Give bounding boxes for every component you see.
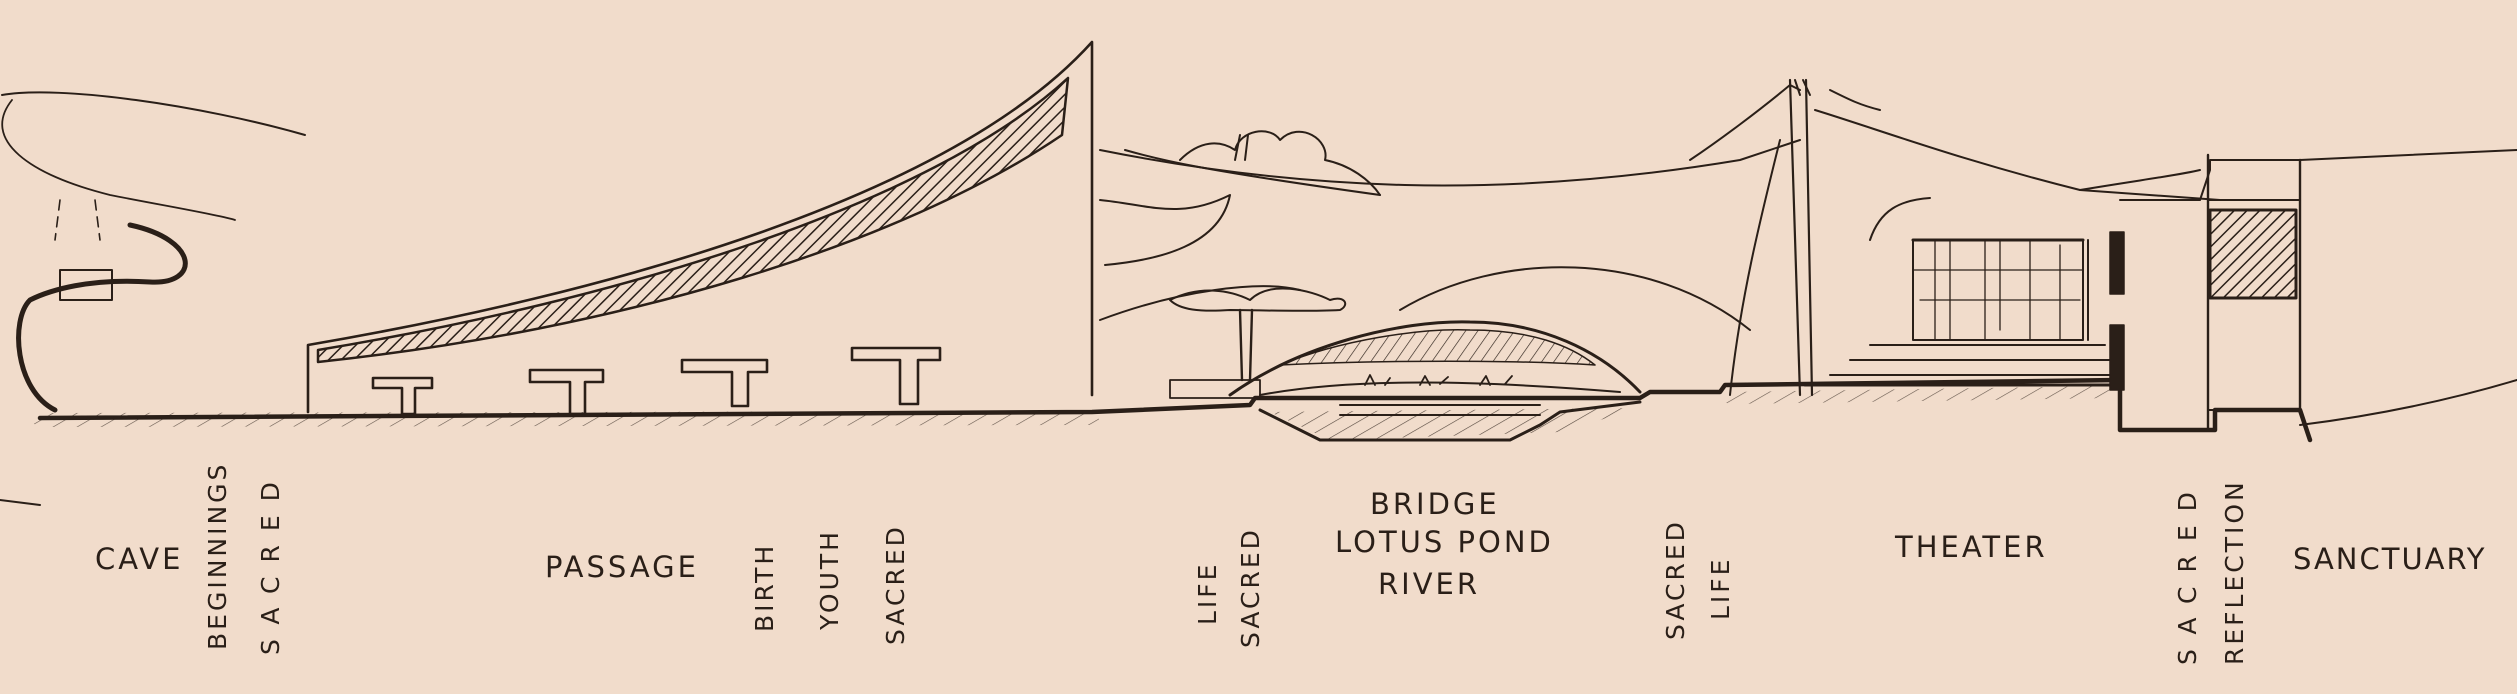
label-lotus-pond: LOTUS POND: [1335, 525, 1554, 559]
ground-line: [33, 377, 2517, 443]
cave-sketch: [0, 91, 306, 506]
label-beginnings: BEGINNINGS: [203, 461, 232, 650]
label-youth: YOUTH: [815, 529, 844, 630]
label-life-1: LIFE: [1193, 561, 1222, 625]
passage-building: [306, 40, 1094, 416]
landscape-sketch: [1099, 130, 1751, 399]
sanctuary-building: [2119, 149, 2517, 432]
label-sanctuary: SANCTUARY: [2293, 542, 2487, 576]
label-life-2: LIFE: [1706, 556, 1735, 620]
theater: [1803, 231, 2125, 391]
bridge-lotus-pond: [1228, 320, 1642, 416]
label-theater: THEATER: [1895, 530, 2048, 564]
label-sacred-4: SACRED: [1661, 519, 1690, 640]
label-reflection: REFLECTION: [2220, 479, 2249, 665]
label-birth: BIRTH: [750, 542, 779, 632]
label-passage: PASSAGE: [545, 550, 699, 584]
label-river: RIVER: [1378, 567, 1481, 601]
label-sacred-1: SACRED: [256, 468, 285, 655]
label-sacred-3: SACRED: [1236, 527, 1265, 648]
label-sacred-2: SACRED: [881, 524, 910, 645]
label-cave: CAVE: [95, 542, 184, 576]
label-bridge: BRIDGE: [1370, 487, 1500, 521]
label-sacred-5: SACRED: [2173, 478, 2202, 665]
tensile-roof: [1099, 78, 2221, 397]
